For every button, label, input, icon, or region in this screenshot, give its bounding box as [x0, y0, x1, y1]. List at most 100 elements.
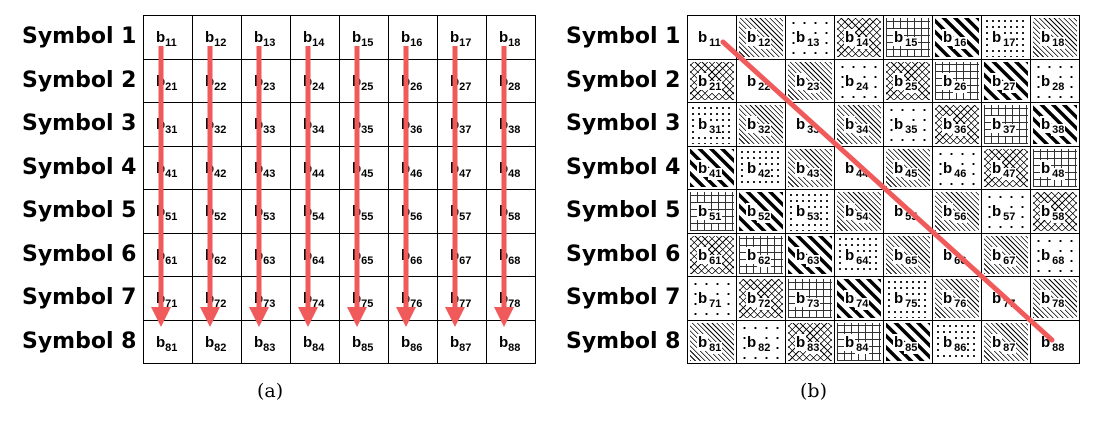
matrix-cell: b21	[144, 59, 193, 103]
cell-label-base: b	[1040, 290, 1052, 307]
matrix-cell: b88	[487, 320, 536, 364]
cell-label-subscript: 62	[757, 254, 772, 267]
row-label-symbol-1: Symbol 1	[566, 24, 681, 49]
cell-label-subscript: 15	[361, 37, 374, 49]
cell-label-subscript: 83	[263, 341, 276, 354]
row-label-symbol-6: Symbol 6	[22, 241, 137, 267]
cell-label: b77	[450, 291, 471, 310]
cell-label: b45	[352, 161, 373, 180]
cell-label-subscript: 26	[953, 80, 968, 93]
cell-label-subscript: 32	[757, 124, 772, 136]
matrix-cell: b83	[242, 320, 291, 364]
cell-label-subscript: 16	[953, 37, 968, 49]
cell-label: b82	[205, 333, 226, 354]
matrix-cell: b17	[438, 16, 487, 60]
cell-label-subscript: 21	[165, 80, 178, 93]
cell-label-subscript: 42	[214, 167, 227, 180]
row-label-symbol-7: Symbol 7	[22, 285, 137, 310]
row-label-symbol-2: Symbol 2	[566, 67, 681, 93]
matrix-cell: b86	[389, 320, 438, 364]
cell-label-subscript: 52	[214, 211, 227, 223]
cell-label-base: b	[893, 116, 905, 133]
cell-label-subscript: 23	[806, 80, 821, 93]
cell-label-subscript: 64	[855, 254, 870, 267]
cell-label-base: b	[1040, 159, 1052, 177]
matrix-cell: b28	[487, 59, 536, 103]
matrix-cell: b15	[340, 16, 389, 60]
cell-label-subscript: 82	[757, 341, 772, 354]
cell-label: b53	[254, 203, 275, 223]
cell-label: b21	[156, 74, 177, 93]
cell-label-subscript: 57	[1002, 211, 1017, 223]
cell-label-subscript: 71	[165, 298, 178, 310]
matrix-cell: b67	[438, 233, 487, 277]
cell-label-subscript: 17	[1002, 37, 1017, 49]
matrix-cell: b11	[144, 16, 193, 60]
cell-label: b78	[499, 290, 520, 310]
matrix-cell: b71	[144, 277, 193, 321]
cell-label-base: b	[401, 333, 411, 351]
cell-label-base: b	[991, 116, 1003, 133]
cell-label-subscript: 22	[757, 80, 772, 93]
cell-label-base: b	[991, 203, 1003, 220]
matrix-cell: b58	[487, 190, 536, 234]
matrix-cell: b52	[193, 190, 242, 234]
cell-label-base: b	[205, 29, 215, 46]
cell-label-base: b	[254, 203, 264, 220]
cell-label-base: b	[942, 72, 954, 90]
cell-label-subscript: 36	[410, 124, 423, 136]
cell-label-subscript: 72	[214, 298, 227, 310]
cell-label-base: b	[205, 203, 215, 220]
cell-label-subscript: 41	[708, 167, 723, 180]
cell-label: b66	[401, 248, 422, 267]
cell-label-base: b	[303, 333, 313, 351]
cell-label: b26	[401, 74, 422, 93]
cell-label-base: b	[303, 290, 313, 307]
cell-label: b81	[156, 335, 177, 354]
cell-label-base: b	[746, 159, 758, 177]
cell-label: b71	[156, 290, 177, 310]
cell-label-subscript: 52	[757, 211, 772, 223]
cell-label-base: b	[499, 290, 509, 307]
cell-label-base: b	[844, 333, 856, 351]
cell-label-base: b	[205, 333, 215, 351]
cell-label: b22	[205, 74, 226, 93]
matrix-cell: b31	[144, 103, 193, 147]
matrix-cell: b18	[487, 16, 536, 60]
cell-label-base: b	[942, 29, 954, 46]
matrix-cell: b87	[438, 320, 487, 364]
cell-label-base: b	[156, 290, 166, 307]
cell-label-subscript: 62	[214, 254, 227, 267]
cell-label-base: b	[893, 159, 905, 177]
cell-label-subscript: 74	[312, 298, 325, 310]
cell-label-subscript: 72	[757, 298, 772, 310]
matrix-cell: b25	[340, 59, 389, 103]
cell-label-subscript: 73	[806, 298, 821, 310]
